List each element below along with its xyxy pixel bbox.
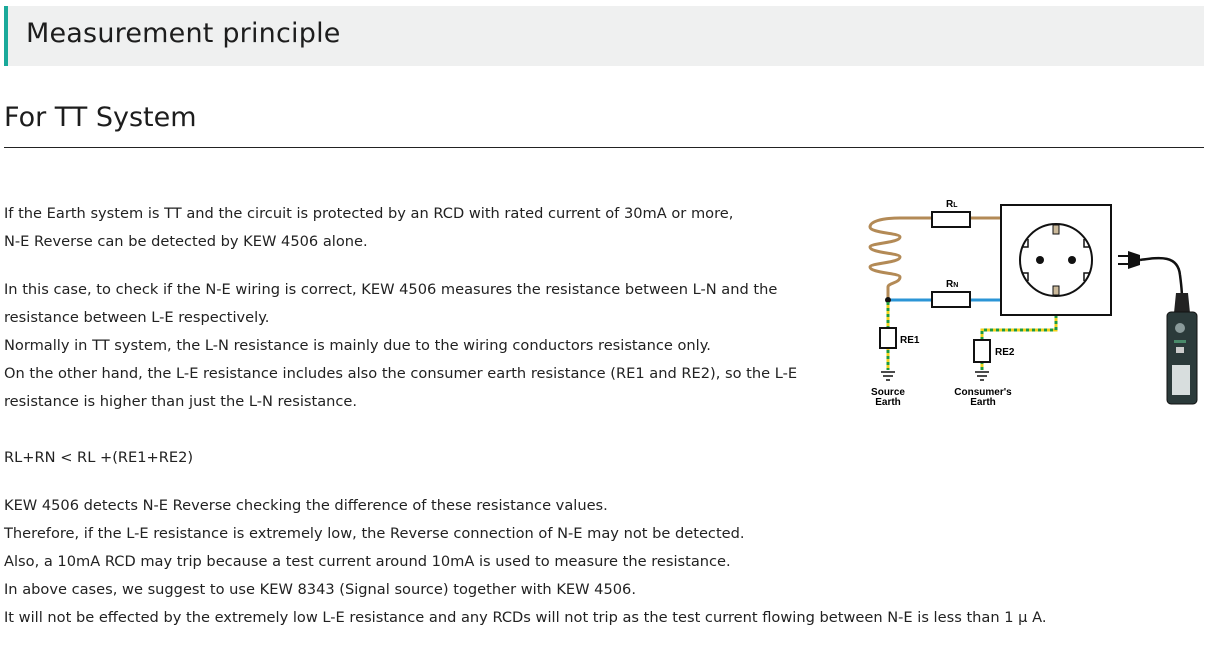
text-line: It will not be effected by the extremely… bbox=[4, 609, 1047, 626]
text-line: Normally in TT system, the L-N resistanc… bbox=[4, 337, 711, 354]
text-line: Therefore, if the L-E resistance is extr… bbox=[4, 525, 745, 542]
paragraph-intro: If the Earth system is TT and the circui… bbox=[4, 200, 854, 256]
paragraph-conclusion: KEW 4506 detects N-E Reverse checking th… bbox=[4, 492, 1047, 632]
text-line: N-E Reverse can be detected by KEW 4506 … bbox=[4, 233, 368, 250]
text-line: On the other hand, the L-E resistance in… bbox=[4, 365, 798, 382]
line-wire bbox=[868, 216, 1000, 300]
resistor-re2 bbox=[973, 339, 991, 363]
section-header: Measurement principle bbox=[4, 6, 1204, 66]
paragraph-explanation: In this case, to check if the N-E wiring… bbox=[4, 276, 854, 416]
text-line: KEW 4506 detects N-E Reverse checking th… bbox=[4, 497, 608, 514]
formula: RL+RN < RL +(RE1+RE2) bbox=[4, 444, 854, 472]
divider bbox=[4, 147, 1204, 148]
text-line: In above cases, we suggest to use KEW 83… bbox=[4, 581, 636, 598]
re1-label: RE1 bbox=[900, 335, 920, 346]
rn-label: RN bbox=[946, 279, 958, 290]
plug-icon bbox=[1118, 251, 1184, 306]
subsection-title: For TT System bbox=[4, 102, 197, 133]
text-line: resistance is higher than just the L-N r… bbox=[4, 393, 358, 410]
resistor-rn bbox=[931, 291, 971, 308]
resistor-rl bbox=[931, 211, 971, 228]
ground-icon bbox=[881, 371, 989, 381]
resistor-re1 bbox=[879, 327, 897, 349]
text-line: Also, a 10mA RCD may trip because a test… bbox=[4, 553, 731, 570]
junction-dot bbox=[885, 297, 891, 303]
text-line: If the Earth system is TT and the circui… bbox=[4, 205, 734, 222]
text-line: In this case, to check if the N-E wiring… bbox=[4, 281, 778, 298]
socket-icon bbox=[1000, 204, 1112, 316]
re2-label: RE2 bbox=[995, 347, 1015, 358]
text-line: resistance between L-E respectively. bbox=[4, 309, 270, 326]
rl-label: RL bbox=[946, 199, 958, 210]
kew-4506-tester-icon bbox=[1166, 293, 1198, 405]
article-body: If the Earth system is TT and the circui… bbox=[4, 200, 1047, 632]
text-line: RL+RN < RL +(RE1+RE2) bbox=[4, 449, 194, 466]
section-title: Measurement principle bbox=[26, 18, 341, 49]
